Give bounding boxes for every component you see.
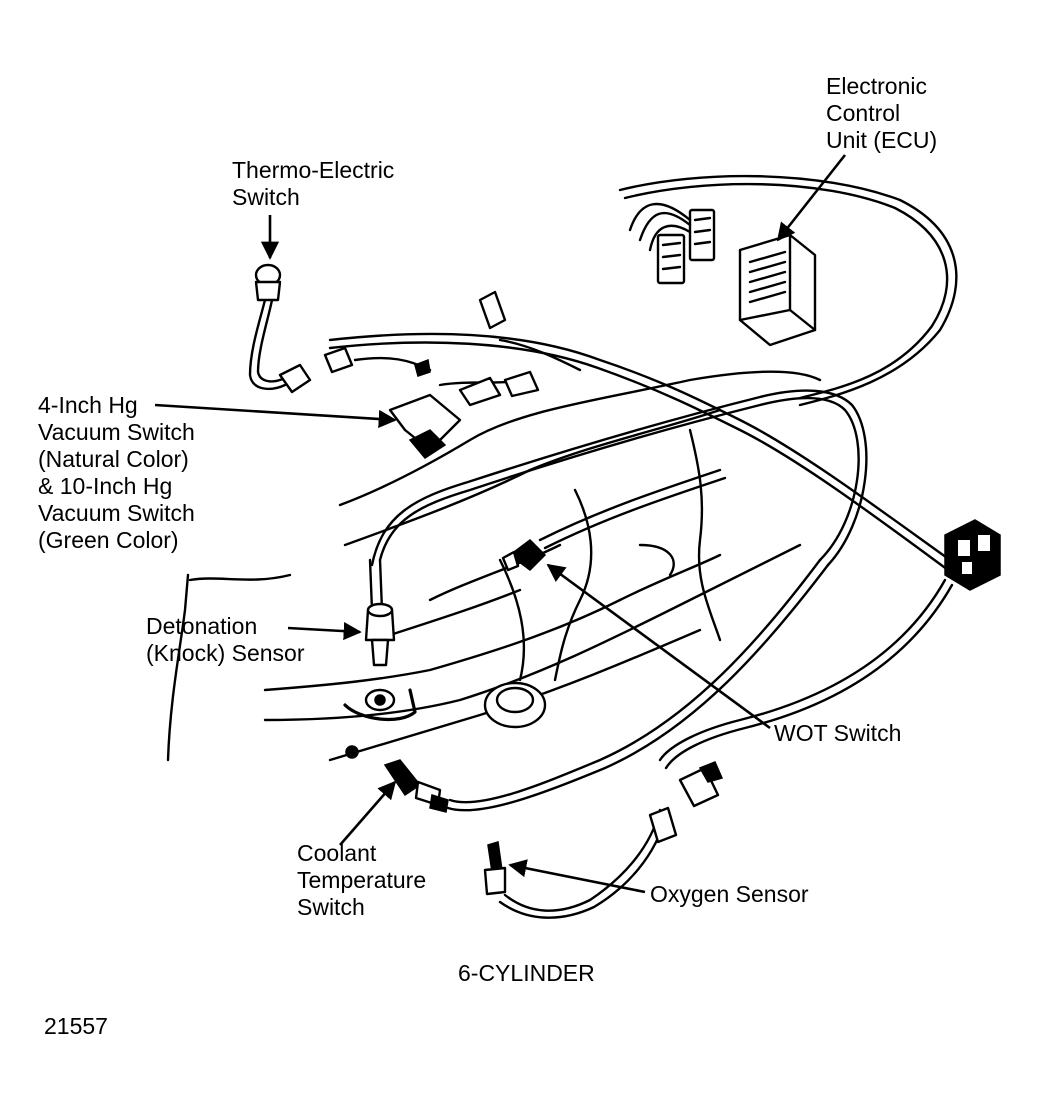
coolant-switch-part <box>383 759 449 813</box>
engine-block <box>166 370 822 762</box>
thermo-switch-label: Thermo-Electric Switch <box>232 157 395 210</box>
vacuum-switch-part <box>388 290 540 459</box>
vacuum-switch-label: 4-Inch Hg Vacuum Switch (Natural Color) … <box>38 392 195 553</box>
wiring-harness <box>248 174 958 919</box>
engine-type-caption: 6-CYLINDER <box>458 960 595 986</box>
harness-connector-right <box>944 519 1001 591</box>
oxygen-sensor-label: Oxygen Sensor <box>650 881 809 907</box>
vacuum-switch-arrow <box>154 403 397 429</box>
ecu-module <box>628 202 817 347</box>
knock-sensor-label: Detonation (Knock) Sensor <box>146 613 305 666</box>
coolant-switch-arrow <box>339 780 397 846</box>
oxygen-sensor-arrow <box>508 859 646 894</box>
wot-switch-part <box>501 539 547 572</box>
knock-sensor-part <box>364 602 396 667</box>
coolant-switch-label: Coolant Temperature Switch <box>297 840 427 920</box>
thermo-switch-part <box>254 263 354 394</box>
ecu-arrow <box>776 154 847 242</box>
ecu-label: Electronic Control Unit (ECU) <box>826 73 938 153</box>
figure-number: 21557 <box>44 1013 108 1039</box>
callout-arrows <box>154 154 847 894</box>
wot-switch-arrow <box>546 563 771 730</box>
knock-sensor-arrow <box>287 622 362 641</box>
oxygen-sensor-part <box>483 761 724 896</box>
wot-switch-label: WOT Switch <box>774 720 902 746</box>
